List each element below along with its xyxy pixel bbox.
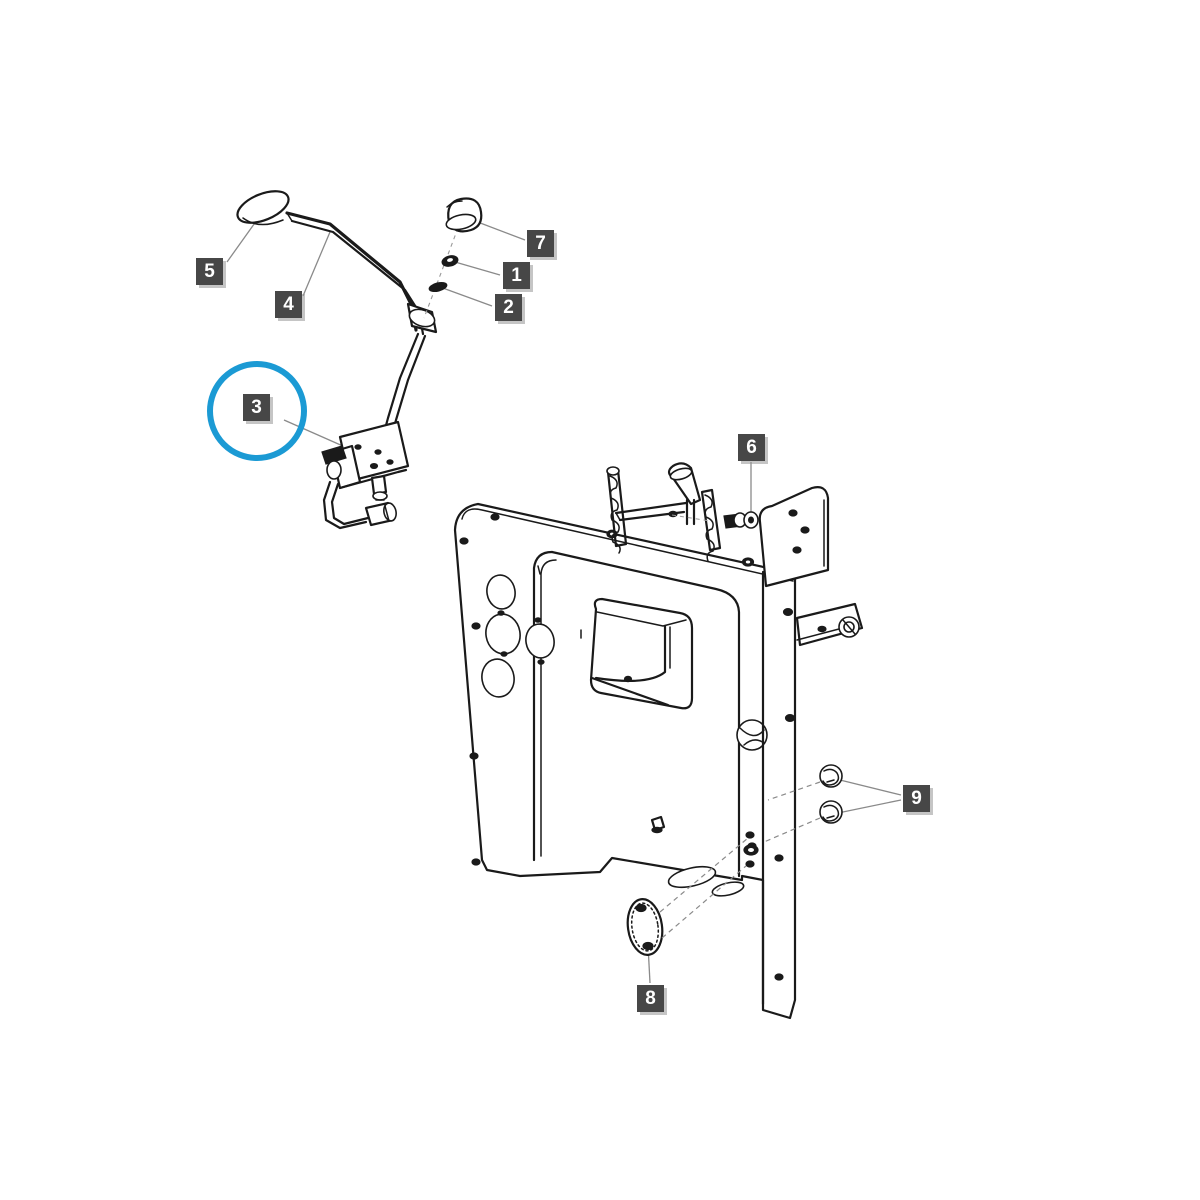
panel-center-cutout (589, 597, 694, 710)
callout-label-9[interactable]: 9 (903, 785, 930, 812)
bolt-nut-pair (723, 511, 759, 529)
knob-cap-part (445, 197, 483, 233)
angled-mount-bracket (758, 486, 830, 588)
side-mounting-tab (795, 602, 864, 647)
callout-label-8[interactable]: 8 (637, 985, 664, 1012)
panel-bolt-holes (459, 513, 796, 981)
hardware-stack-group (423, 197, 483, 319)
washer-small-part (441, 255, 459, 267)
callout-label-1[interactable]: 1 (503, 262, 530, 289)
callout-label-6[interactable]: 6 (738, 434, 765, 461)
callout-label-3[interactable]: 3 (243, 394, 270, 421)
callout-label-7[interactable]: 7 (527, 230, 554, 257)
spring-washer-pair-part (763, 764, 843, 843)
lever-bracket-assembly-part (321, 420, 410, 530)
washer-flat-part (428, 281, 448, 293)
panel-oval-holes (667, 865, 745, 897)
callout-label-4[interactable]: 4 (275, 291, 302, 318)
callout-label-2[interactable]: 2 (495, 294, 522, 321)
callout-label-5[interactable]: 5 (196, 258, 223, 285)
main-panel (453, 502, 864, 1020)
spring-right (700, 488, 722, 562)
spring-washer-upper (819, 764, 843, 788)
lever-rod-part (285, 211, 438, 444)
spring-bracket-group (606, 462, 830, 588)
panel-hole-cluster (481, 565, 582, 698)
spring-washer-lower (819, 800, 843, 824)
oval-cover-plate-part (626, 837, 749, 956)
panel-small-stud (650, 815, 666, 834)
spring-hook-arm (614, 462, 711, 526)
spring-left (606, 466, 628, 554)
panel-cover-studs (743, 831, 759, 868)
lever-grip-part (236, 190, 290, 226)
panel-round-boss (736, 719, 768, 751)
highlight-circle (207, 361, 307, 461)
